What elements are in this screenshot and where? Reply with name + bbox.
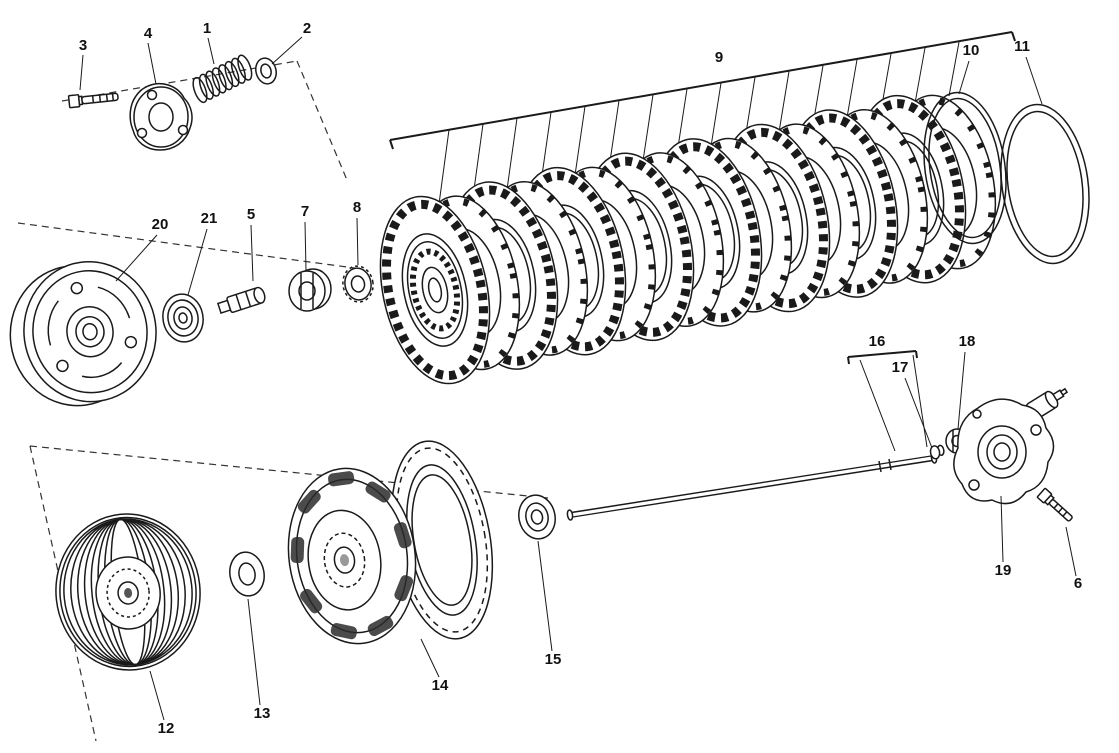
leader-part-16a	[859, 359, 896, 452]
pack-leader-11	[778, 71, 790, 133]
leader-part-11	[1025, 56, 1043, 105]
leader-part-17	[904, 377, 933, 449]
part-7-nut	[288, 268, 332, 312]
leader-part-14	[420, 638, 440, 678]
part-9-label: 9	[715, 49, 723, 66]
part-17-rod-tip	[929, 444, 945, 460]
part-16-label: 16	[869, 333, 886, 350]
part-1-label: 1	[203, 20, 211, 37]
part-16-bracket	[847, 350, 928, 452]
part-13-label: 13	[254, 705, 271, 722]
construction-line-2	[296, 60, 348, 181]
part-12-clutch-hub	[55, 513, 201, 671]
leader-part-15	[537, 540, 553, 652]
part-21-bearing	[162, 293, 204, 343]
pack-leader-7	[642, 94, 654, 161]
part-11-label: 11	[1014, 38, 1030, 55]
leader-part-8	[356, 217, 359, 266]
part-11-o-ring	[1000, 103, 1090, 265]
pack-leader-1	[438, 129, 450, 205]
part-15-label: 15	[545, 651, 562, 668]
leader-part-13	[247, 598, 261, 706]
pack-leader-5	[574, 106, 586, 176]
leader-part-10	[958, 60, 970, 95]
part-14-label: 14	[432, 677, 449, 694]
part-5-label: 5	[247, 206, 255, 223]
leader-part-5	[250, 224, 254, 282]
part-6-label: 6	[1074, 575, 1082, 592]
leader-part-6	[1065, 526, 1077, 577]
leader-part-4	[147, 42, 157, 85]
pack-leader-13	[846, 59, 858, 118]
part-4-cover-plate	[129, 82, 193, 151]
pack-leader-16	[948, 42, 960, 97]
leader-part-20	[115, 234, 158, 282]
part-8-washer	[342, 265, 374, 303]
leader-part-18	[957, 351, 966, 430]
part-7-label: 7	[301, 203, 309, 220]
clutch-pack-plates	[379, 94, 997, 385]
part-10-o-ring	[923, 91, 1007, 245]
part-17-label: 17	[892, 359, 909, 376]
part-4-label: 4	[144, 25, 153, 42]
construction-line-5	[29, 445, 97, 742]
part-6-bolt	[1036, 487, 1073, 522]
construction-line-3	[17, 222, 363, 270]
part-3-bolt	[67, 92, 119, 109]
part-20-pressure-plate	[9, 261, 157, 407]
leader-part-1	[207, 37, 215, 65]
pushrod	[566, 452, 938, 521]
part-2-label: 2	[303, 20, 311, 37]
part-21-label: 21	[201, 210, 218, 227]
leader-part-16b	[912, 354, 928, 448]
part-5-spacer	[216, 286, 266, 314]
part-1-spring	[192, 54, 253, 104]
part-18-label: 18	[959, 333, 976, 350]
part-15-bushing	[518, 494, 556, 540]
leader-part-3	[79, 54, 84, 91]
part-12-label: 12	[158, 720, 175, 737]
leader-part-19	[1000, 495, 1004, 563]
leader-part-21	[187, 228, 208, 296]
pack-leader-3	[506, 118, 518, 190]
pack-leader-15	[914, 47, 926, 104]
leader-part-12	[149, 670, 165, 721]
pack-leader-2	[472, 123, 484, 197]
pack-leader-9	[710, 82, 722, 147]
clutch-pack-bracket	[389, 31, 1016, 150]
leader-part-7	[304, 221, 307, 272]
part-19-actuator	[953, 387, 1069, 505]
part-8-label: 8	[353, 199, 361, 216]
part-19-label: 19	[995, 562, 1012, 579]
part-2-washer	[255, 57, 277, 85]
part-14-clutch-basket	[287, 440, 494, 645]
part-20-label: 20	[152, 216, 169, 233]
part-10-label: 10	[963, 42, 980, 59]
clutch-plate-1	[379, 195, 491, 385]
part-3-label: 3	[79, 37, 87, 54]
leader-part-2	[271, 36, 303, 65]
part-13-washer	[229, 551, 265, 597]
part-labels: 1 2 3 4 5 6 7 8 9 10 11 12 13 14 15 16 1…	[79, 20, 1082, 737]
